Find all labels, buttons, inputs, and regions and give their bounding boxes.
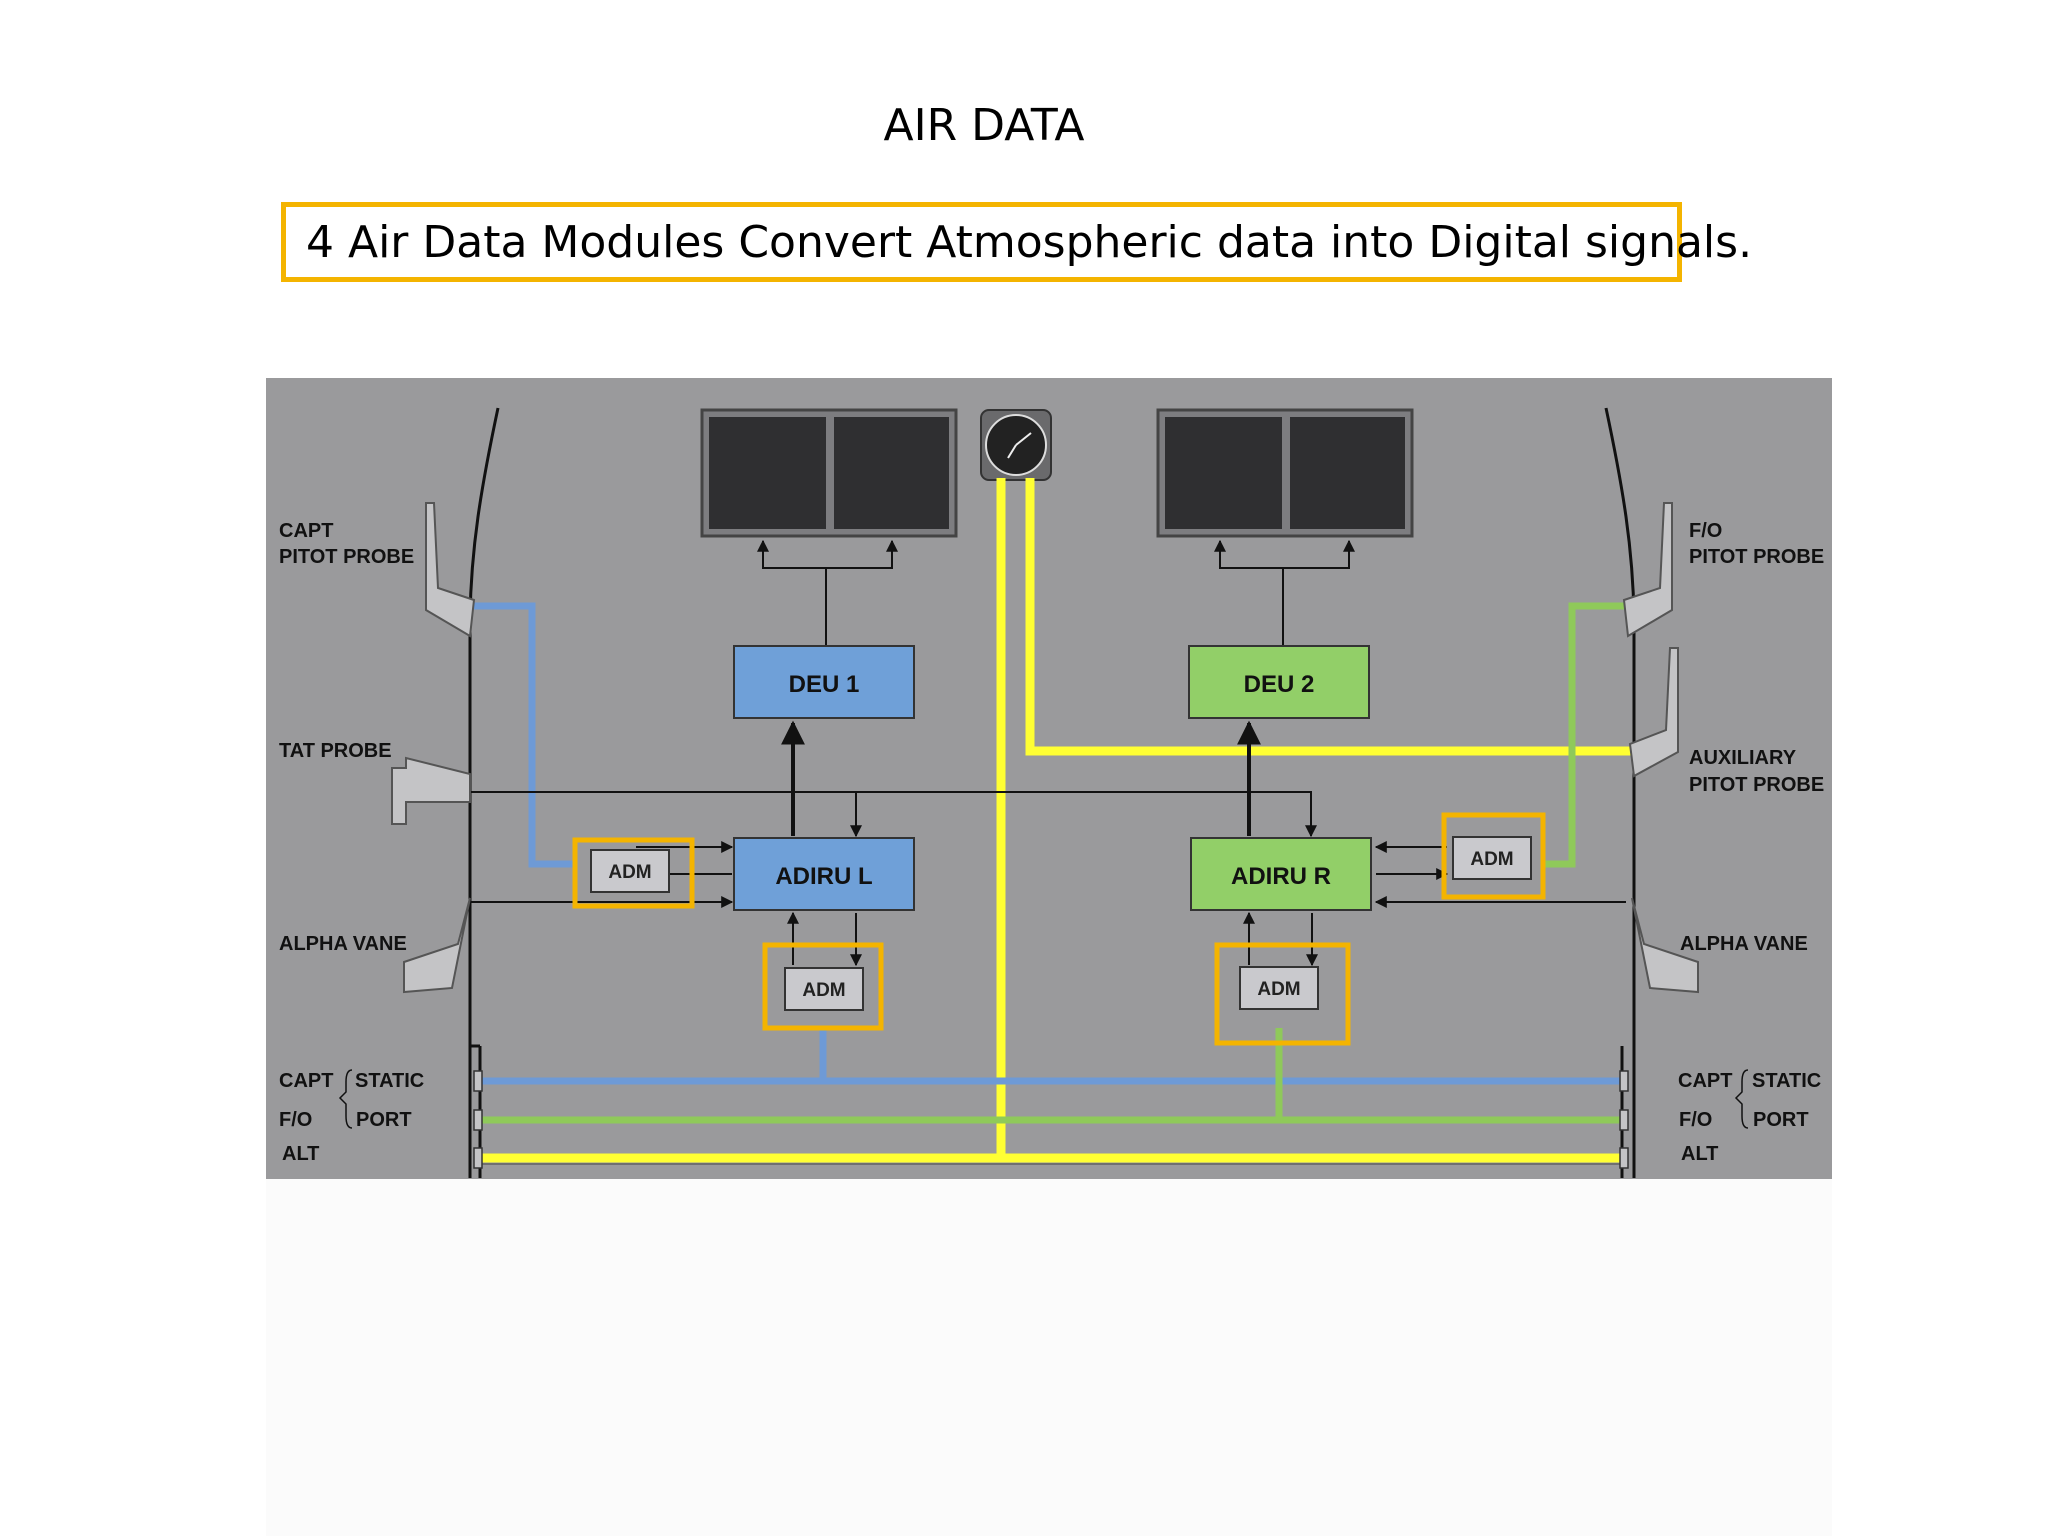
left-port-label: PORT (356, 1109, 412, 1131)
right-brace (1734, 1069, 1749, 1129)
subtitle-callout: 4 Air Data Modules Convert Atmospheric d… (281, 202, 1752, 282)
diagram-background (266, 378, 1832, 1179)
deu1-box (733, 645, 915, 719)
left-static-label: STATIC (355, 1070, 424, 1092)
left-fo-label: F/O (279, 1109, 312, 1131)
capt-pitot-probe-icon (425, 502, 476, 638)
display-unit-icon (700, 408, 958, 538)
display-unit-icon (1156, 408, 1414, 538)
adm-fo-pitot: ADM (1441, 812, 1546, 900)
signal-lines (470, 791, 1626, 967)
adiru-r-box (1190, 837, 1372, 911)
left-alt-label: ALT (282, 1143, 319, 1165)
aux-pitot-label-2: PITOT PROBE (1689, 774, 1824, 796)
deu2-to-displays (1214, 539, 1355, 646)
alpha-vane-right-icon (1631, 897, 1699, 994)
air-data-diagram: DEU 1 DEU 2 ADIRU L ADIRU R ADM ADM ADM … (266, 378, 1832, 1179)
fo-pitot-label-2: PITOT PROBE (1689, 546, 1824, 568)
adiru-r-label: ADIRU R (1231, 863, 1331, 890)
aux-pitot-label-1: AUXILIARY (1689, 747, 1797, 769)
adm-capt-static: ADM (762, 942, 884, 1031)
deu1-to-displays (757, 539, 898, 646)
deu2-box (1188, 645, 1370, 719)
right-fo-label: F/O (1679, 1109, 1712, 1131)
right-static-label: STATIC (1752, 1070, 1821, 1092)
right-port-label: PORT (1753, 1109, 1809, 1131)
static-port-fittings (473, 1070, 1629, 1169)
tat-probe-label: TAT PROBE (279, 740, 392, 762)
adm-label: ADM (802, 980, 845, 1001)
fo-pitot-probe-icon (1622, 502, 1673, 638)
tat-probe-icon (391, 756, 471, 825)
aux-pitot-probe-icon (1628, 647, 1679, 778)
adiru-l-label: ADIRU L (775, 863, 872, 890)
adm-label: ADM (1470, 849, 1513, 870)
slide-title: AIR DATA (883, 100, 1085, 151)
adiru-to-deu (781, 720, 1261, 836)
subtitle-text: 4 Air Data Modules Convert Atmospheric d… (306, 216, 1753, 268)
alpha-vane-left-label: ALPHA VANE (279, 933, 407, 955)
adm-label: ADM (608, 862, 651, 883)
alpha-vane-right-label: ALPHA VANE (1680, 933, 1808, 955)
adm-fo-static: ADM (1214, 942, 1351, 1046)
right-alt-label: ALT (1681, 1143, 1718, 1165)
capt-pitot-label-2: PITOT PROBE (279, 546, 414, 568)
adm-capt-pitot: ADM (572, 837, 695, 909)
deu2-label: DEU 2 (1244, 671, 1315, 698)
alt-line (480, 478, 1631, 1163)
left-capt-label: CAPT (279, 1070, 333, 1092)
adm-label: ADM (1257, 979, 1300, 1000)
blank-lower-area (266, 1178, 1832, 1536)
right-capt-label: CAPT (1678, 1070, 1732, 1092)
adiru-l-box (733, 837, 915, 911)
fo-pitot-label-1: F/O (1689, 520, 1722, 542)
capt-line (470, 602, 1622, 1085)
capt-pitot-label-1: CAPT (279, 520, 333, 542)
deu1-label: DEU 1 (789, 671, 860, 698)
standby-altimeter-icon (980, 409, 1052, 481)
alpha-vane-left-icon (403, 897, 471, 994)
left-brace (338, 1069, 353, 1129)
